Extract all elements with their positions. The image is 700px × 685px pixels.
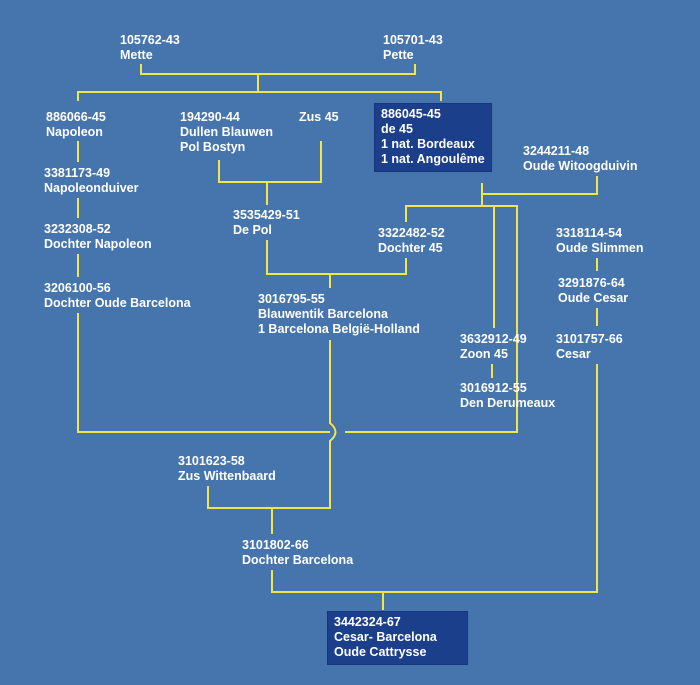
- bird-name: Oude Cattrysse: [334, 645, 427, 659]
- node-zus-45: Zus 45: [299, 110, 339, 125]
- connector-mette-pette: [140, 64, 416, 75]
- bird-achievement: 1 Barcelona België-Holland: [258, 322, 420, 336]
- bird-name: Cesar- Barcelona: [334, 630, 437, 644]
- ring-number: 3322482-52: [378, 226, 445, 240]
- ring-number: 3318114-54: [556, 226, 623, 240]
- node-dochter-oude-barcelona: 3206100-56 Dochter Oude Barcelona: [44, 281, 191, 311]
- bird-name: Cesar: [556, 347, 591, 361]
- node-dochter-napoleon: 3232308-52 Dochter Napoleon: [44, 222, 152, 252]
- node-oude-cesar: 3291876-64 Oude Cesar: [558, 276, 628, 306]
- node-napoleon: 886066-45 Napoleon: [46, 110, 106, 140]
- ring-number: 3442324-67: [334, 615, 401, 629]
- node-oude-witoogduivin: 3244211-48 Oude Witoogduivin: [523, 144, 637, 174]
- ring-number: 886066-45: [46, 110, 106, 124]
- connector-zuswitten-blauwentik: [207, 476, 331, 509]
- bird-name: Dochter 45: [378, 241, 443, 255]
- connector-blauwentik-down: [329, 340, 337, 476]
- ring-number: 194290-44: [180, 110, 240, 124]
- ring-number: 3206100-56: [44, 281, 111, 295]
- bird-name: Dochter Barcelona: [242, 553, 354, 567]
- connector-dullen-zus45: [218, 141, 322, 183]
- bird-name: Zus 45: [299, 110, 339, 124]
- ring-number: 105701-43: [383, 33, 443, 47]
- ring-number: 3381173-49: [44, 166, 111, 180]
- bird-name: Napoleon: [46, 125, 103, 139]
- node-de-pol: 3535429-51 De Pol: [233, 208, 300, 238]
- bird-name: Oude Witoogduivin: [523, 159, 638, 173]
- node-napoleonduiver: 3381173-49 Napoleonduiver: [44, 166, 138, 196]
- node-oude-slimmen: 3318114-54 Oude Slimmen: [556, 226, 644, 256]
- ring-number: 3101757-66: [556, 332, 623, 346]
- bird-name: Napoleonduiver: [44, 181, 139, 195]
- bird-name: Oude Slimmen: [556, 241, 644, 255]
- ring-number: 3632912-49: [460, 332, 527, 346]
- ring-number: 3535429-51: [233, 208, 300, 222]
- bird-name: Mette: [120, 48, 153, 62]
- ring-number: 3016795-55: [258, 292, 325, 306]
- node-pette: 105701-43 Pette: [383, 33, 443, 63]
- bird-name: Dochter Napoleon: [44, 237, 152, 251]
- node-dochter-barcelona: 3101802-66 Dochter Barcelona: [242, 538, 353, 568]
- connector-offspring-bar: [77, 91, 442, 101]
- ring-number: 105762-43: [120, 33, 180, 47]
- node-dochter-45: 3322482-52 Dochter 45: [378, 226, 445, 256]
- node-final-cesar-barcelona: 3442324-67 Cesar- Barcelona Oude Cattrys…: [328, 612, 467, 664]
- bird-name: De Pol: [233, 223, 272, 237]
- bird-name: Blauwentik Barcelona: [258, 307, 388, 321]
- bird-achievement: 1 nat. Angoulême: [381, 152, 485, 166]
- node-dullen-blauwen: 194290-44 Dullen Blauwen Pol Bostyn: [180, 110, 273, 155]
- ring-number: 3291876-64: [558, 276, 625, 290]
- bird-name: de 45: [381, 122, 413, 136]
- bird-name: Oude Cesar: [558, 291, 629, 305]
- bird-name: Den Derumeaux: [460, 396, 556, 410]
- ring-number: 886045-45: [381, 107, 441, 121]
- node-blauwentik-barcelona: 3016795-55 Blauwentik Barcelona 1 Barcel…: [258, 292, 420, 337]
- bird-achievement: 1 nat. Bordeaux: [381, 137, 475, 151]
- ring-number: 3101802-66: [242, 538, 309, 552]
- ring-number: 3101623-58: [178, 454, 245, 468]
- bird-name: Pette: [383, 48, 414, 62]
- connector-de45-witoog: [481, 176, 598, 195]
- connector-dochbarc-join: [77, 313, 330, 433]
- ring-number: 3016912-55: [460, 381, 527, 395]
- node-mette: 105762-43 Mette: [120, 33, 180, 63]
- bird-name: Zoon 45: [460, 347, 508, 361]
- connector-children-bar: [345, 205, 518, 433]
- bird-name: Zus Wittenbaard: [178, 469, 276, 483]
- ring-number: 3244211-48: [523, 144, 590, 158]
- node-zus-wittenbaard: 3101623-58 Zus Wittenbaard: [178, 454, 276, 484]
- node-zoon-45: 3632912-49 Zoon 45: [460, 332, 527, 362]
- bird-owner: Pol Bostyn: [180, 140, 246, 154]
- connector-depol-doch45: [266, 240, 407, 275]
- node-den-derumeaux: 3016912-55 Den Derumeaux: [460, 381, 555, 411]
- bird-name: Dullen Blauwen: [180, 125, 274, 139]
- node-cesar: 3101757-66 Cesar: [556, 332, 623, 362]
- node-de-45: 886045-45 de 45 1 nat. Bordeaux 1 nat. A…: [375, 104, 491, 171]
- bird-name: Dochter Oude Barcelona: [44, 296, 191, 310]
- connector-dochbarc2-cesar: [271, 364, 598, 593]
- ring-number: 3232308-52: [44, 222, 111, 236]
